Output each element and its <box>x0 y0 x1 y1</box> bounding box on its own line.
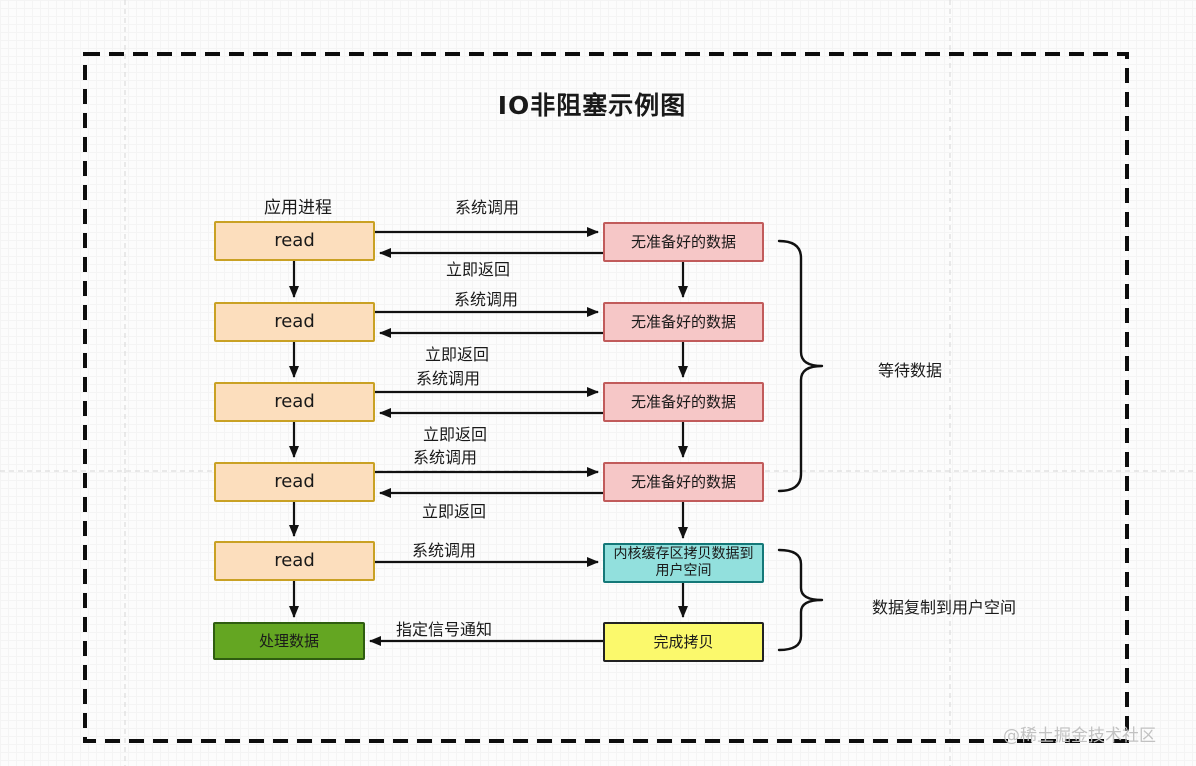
kernel-copy-box: 内核缓存区拷贝数据到用户空间 <box>603 543 764 583</box>
watermark: @稀土掘金技术社区 <box>1003 726 1156 746</box>
return-label-1: 立即返回 <box>445 260 511 279</box>
no-data-box-2: 无准备好的数据 <box>603 302 764 342</box>
signal-notify-label: 指定信号通知 <box>395 620 493 639</box>
syscall-label-3: 系统调用 <box>415 369 481 388</box>
read-box-4: read <box>214 462 375 502</box>
return-arrows <box>379 248 603 498</box>
syscall-label-1: 系统调用 <box>454 198 520 217</box>
no-data-box-3: 无准备好的数据 <box>603 382 764 422</box>
wait-data-brace <box>777 239 824 493</box>
return-label-2: 立即返回 <box>424 345 490 364</box>
read-box-2: read <box>214 302 375 342</box>
syscall-label-5: 系统调用 <box>411 541 477 560</box>
no-data-box-1: 无准备好的数据 <box>603 222 764 262</box>
process-data-box: 处理数据 <box>213 622 365 660</box>
syscall-label-4: 系统调用 <box>412 448 478 467</box>
return-label-3: 立即返回 <box>422 425 488 444</box>
diagram-title: IO非阻塞示例图 <box>497 91 687 120</box>
copy-to-user-label: 数据复制到用户空间 <box>871 598 1017 617</box>
syscall-label-2: 系统调用 <box>453 290 519 309</box>
no-data-box-4: 无准备好的数据 <box>603 462 764 502</box>
copy-done-box: 完成拷贝 <box>603 622 764 662</box>
kernel-copy-label: 内核缓存区拷贝数据到用户空间 <box>613 545 754 580</box>
read-box-3: read <box>214 382 375 422</box>
copy-to-user-brace <box>777 548 824 652</box>
read-box-1: read <box>214 221 375 261</box>
app-process-label: 应用进程 <box>264 198 332 218</box>
read-box-5: read <box>214 541 375 581</box>
wait-data-label: 等待数据 <box>877 361 943 380</box>
return-label-4: 立即返回 <box>421 502 487 521</box>
syscall-arrows <box>375 227 599 567</box>
